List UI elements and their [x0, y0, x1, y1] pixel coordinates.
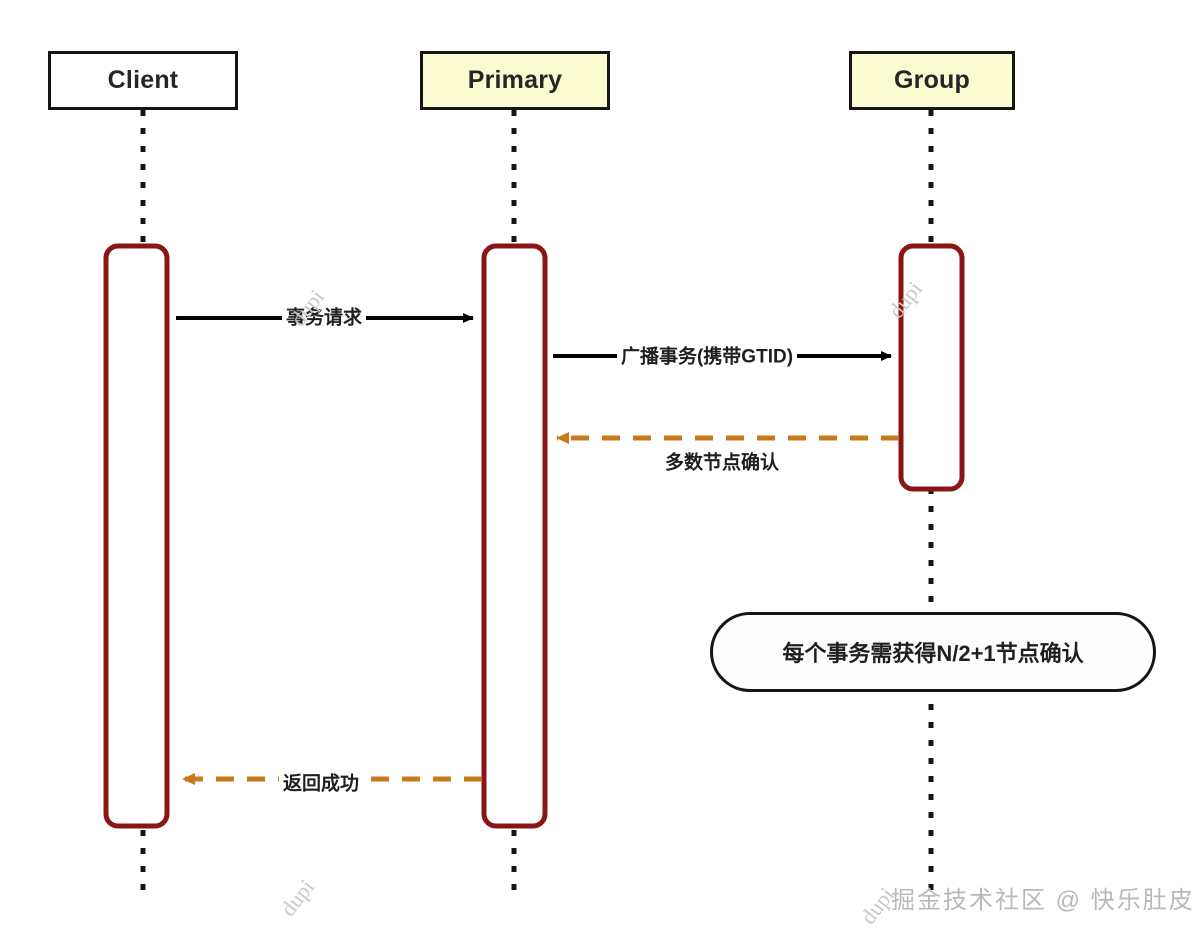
participant-box-primary[interactable]: Primary [420, 51, 610, 110]
message-label-3: 多数节点确认 [660, 453, 784, 473]
activation-bar-group [898, 243, 965, 492]
participant-label-group: Group [894, 66, 970, 94]
participant-box-group[interactable]: Group [849, 51, 1015, 110]
message-label-2: 广播事务(携带GTID) [616, 347, 798, 367]
activation-bar-client [103, 243, 170, 829]
note-box: 每个事务需获得N/2+1节点确认 [710, 612, 1156, 692]
participant-label-client: Client [107, 66, 179, 94]
activation-bar-primary [481, 243, 548, 829]
participant-label-primary: Primary [467, 66, 563, 94]
message-label-1: 事务请求 [281, 308, 367, 328]
message-label-4: 返回成功 [278, 774, 364, 794]
participant-box-client[interactable]: Client [48, 51, 238, 110]
note-text: 每个事务需获得N/2+1节点确认 [782, 641, 1084, 666]
